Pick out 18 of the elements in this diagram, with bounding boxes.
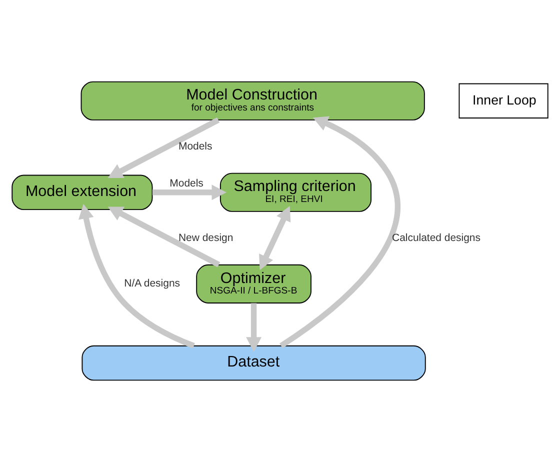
edge-label: Calculated designs [392, 232, 480, 244]
arrow [108, 117, 220, 178]
arrow [280, 116, 400, 348]
arrow [246, 303, 262, 352]
arrow [108, 206, 220, 268]
arrow [259, 206, 291, 270]
edge-label: Models [170, 178, 204, 190]
node-box: Dataset [82, 345, 426, 381]
node-box: Optimizer NSGA-II / L-BFGS-B [196, 264, 312, 304]
node-box: Inner Loop [458, 83, 548, 119]
arrow [78, 204, 195, 348]
edge-label: N/A designs [124, 278, 180, 290]
edge-label: New design [178, 232, 234, 244]
edge-label: Models [178, 141, 212, 152]
node-box: Model extension [12, 174, 153, 210]
node-box: Model Construction for objectives ans constraints [80, 81, 425, 120]
arrow [152, 184, 226, 200]
node-box: Sampling criterion EI, REI, EHVI [220, 172, 372, 212]
